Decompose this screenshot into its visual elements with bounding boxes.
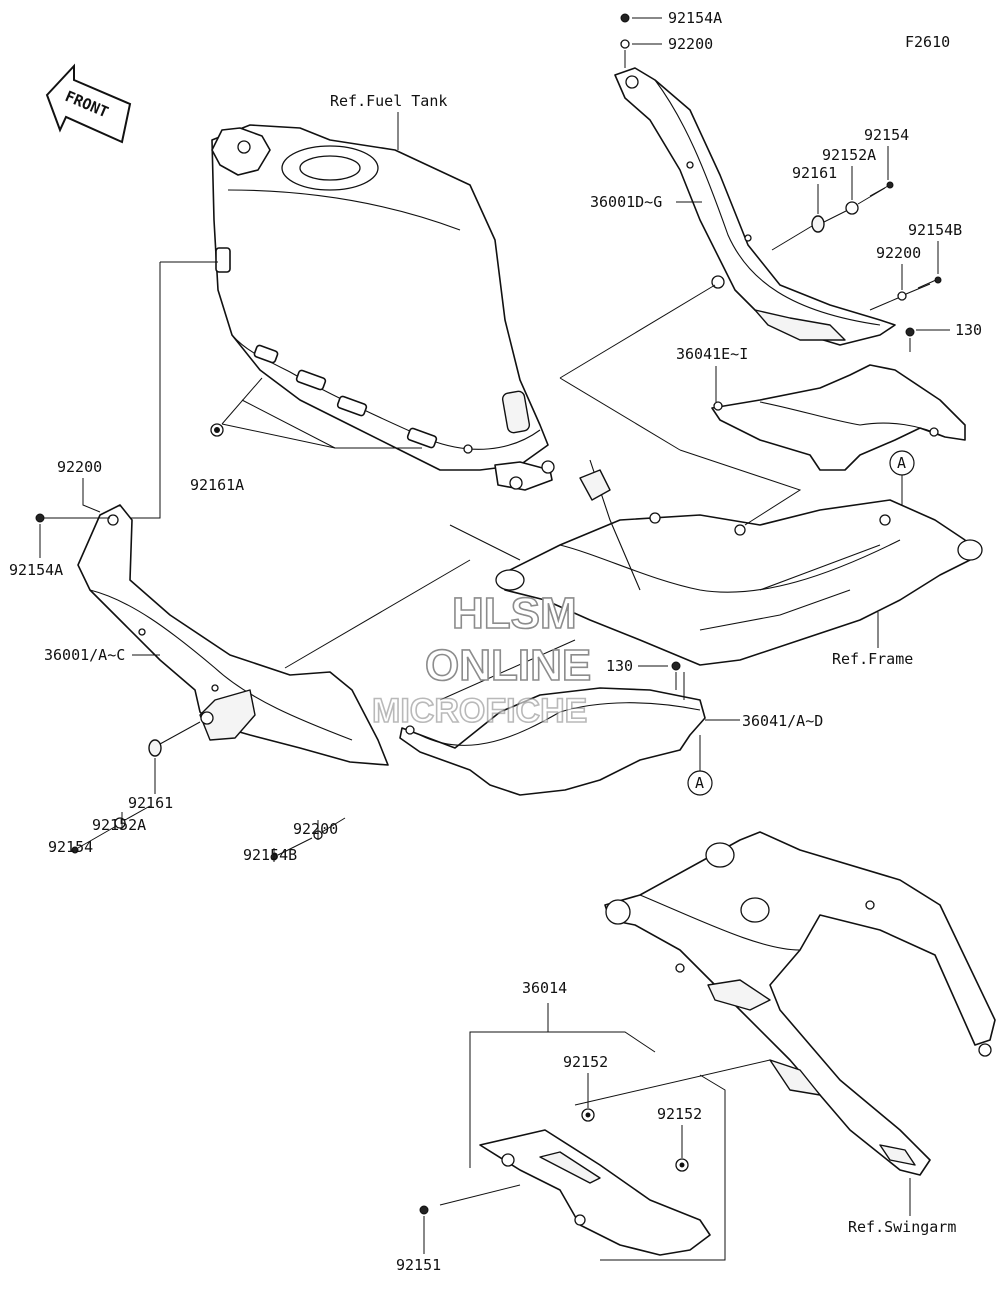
ref-swingarm-label: Ref.Swingarm (848, 1218, 956, 1236)
label-130-right: 130 (955, 321, 982, 339)
label-36001-a-c: 36001/A~C (44, 646, 125, 664)
inner-panel-36041e-i (711, 364, 966, 471)
hardware-left-top (35, 513, 110, 523)
right-side-cover-36001d-g (614, 67, 896, 346)
callout-a-lower: A (687, 735, 713, 796)
label-92161A-tank: 92161A (190, 476, 244, 494)
ref-frame-label: Ref.Frame (832, 650, 913, 668)
svg-text:A: A (897, 454, 906, 472)
label-92200-left: 92200 (57, 458, 102, 476)
watermark: HLSM ONLINE MICROFICHE (371, 588, 592, 731)
ref-fuel-tank-label: Ref.Fuel Tank (330, 92, 447, 110)
hardware-top (620, 13, 630, 68)
label-36014: 36014 (522, 979, 567, 997)
swingarm-illustration (604, 831, 996, 1176)
label-92151: 92151 (396, 1256, 441, 1274)
svg-text:HLSM: HLSM (452, 589, 577, 638)
label-92154A-top: 92154A (668, 9, 722, 27)
label-92200-left-bottom: 92200 (293, 820, 338, 838)
hardware-chain-cover (419, 1108, 689, 1215)
label-36041-a-d: 36041/A~D (742, 712, 823, 730)
chain-cover-36014 (479, 1129, 711, 1256)
svg-text:ONLINE: ONLINE (425, 641, 591, 690)
hardware-right (771, 181, 942, 352)
label-92154B-right: 92154B (908, 221, 962, 239)
label-92152A-left: 92152A (92, 816, 146, 834)
label-92154-right: 92154 (864, 126, 909, 144)
svg-text:A: A (695, 774, 704, 792)
label-92152-b: 92152 (657, 1105, 702, 1123)
label-36001d-g: 36001D~G (590, 193, 662, 211)
label-92154-left: 92154 (48, 838, 93, 856)
label-92200-right: 92200 (876, 244, 921, 262)
hardware-mid-130 (671, 661, 681, 690)
label-92154A-left: 92154A (9, 561, 63, 579)
fuel-tank-illustration (211, 124, 555, 491)
label-92154B-left: 92154B (243, 846, 297, 864)
figure-code: F2610 (905, 33, 950, 51)
inner-panel-36041-a-d (399, 687, 706, 796)
label-130-mid: 130 (606, 657, 633, 675)
front-arrow-icon: FRONT (45, 63, 132, 144)
label-36041e-i: 36041E~I (676, 345, 748, 363)
left-side-cover-36001 (77, 504, 389, 766)
label-92200-top: 92200 (668, 35, 713, 53)
label-92161-left: 92161 (128, 794, 173, 812)
svg-text:MICROFICHE: MICROFICHE (372, 692, 587, 730)
callout-a-upper: A (889, 450, 915, 505)
hardware-left-bottom (71, 721, 346, 861)
frame-illustration (449, 459, 983, 666)
label-92152-a: 92152 (563, 1053, 608, 1071)
label-92152A-right: 92152A (822, 146, 876, 164)
label-92161-right: 92161 (792, 164, 837, 182)
